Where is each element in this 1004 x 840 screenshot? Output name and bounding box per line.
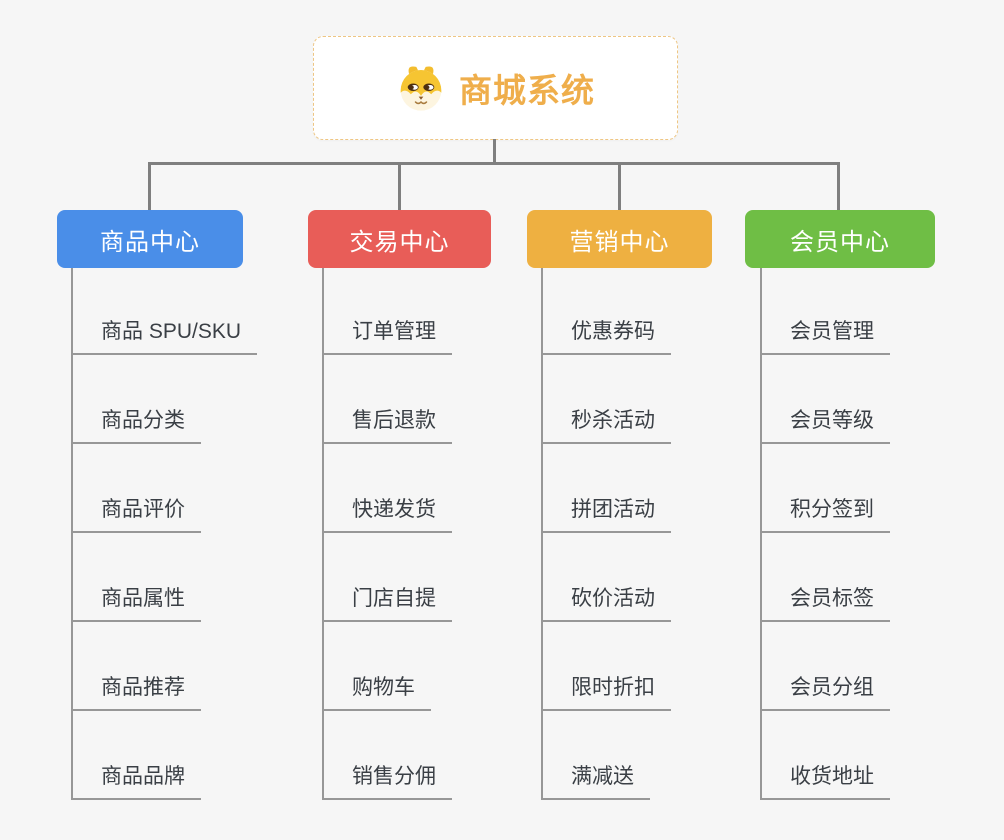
branch-node-marketing-center[interactable]: 营销中心 xyxy=(527,210,712,268)
root-title: 商城系统 xyxy=(459,72,595,109)
leaf-node[interactable]: 拼团活动 xyxy=(541,497,671,533)
leaf-node[interactable]: 销售分佣 xyxy=(322,764,452,800)
leaf-node[interactable]: 快递发货 xyxy=(322,497,452,533)
root-node[interactable]: 商城系统 xyxy=(313,36,678,140)
branch-node-product-center[interactable]: 商品中心 xyxy=(57,210,243,268)
connector-drop xyxy=(618,162,621,210)
leaf-node[interactable]: 收货地址 xyxy=(760,764,890,800)
leaf-node[interactable]: 门店自提 xyxy=(322,586,452,622)
leaf-node[interactable]: 售后退款 xyxy=(322,408,452,444)
leaf-node[interactable]: 秒杀活动 xyxy=(541,408,671,444)
leaf-node[interactable]: 积分签到 xyxy=(760,497,890,533)
connector-drop xyxy=(398,162,401,210)
connector-horizontal xyxy=(149,162,840,165)
branch-node-member-center[interactable]: 会员中心 xyxy=(745,210,935,268)
branch-spine xyxy=(322,268,324,800)
connector-drop xyxy=(148,162,151,210)
branch-spine xyxy=(71,268,73,800)
leaf-node[interactable]: 商品评价 xyxy=(71,497,201,533)
connector-root-stub xyxy=(493,139,496,165)
connector-drop xyxy=(837,162,840,210)
leaf-node[interactable]: 会员管理 xyxy=(760,319,890,355)
leaf-node[interactable]: 商品 SPU/SKU xyxy=(71,319,258,355)
dog-face-icon xyxy=(396,62,446,114)
leaf-node[interactable]: 限时折扣 xyxy=(541,675,671,711)
leaf-node[interactable]: 会员等级 xyxy=(760,408,890,444)
leaf-node[interactable]: 砍价活动 xyxy=(541,586,671,622)
leaf-node[interactable]: 购物车 xyxy=(322,675,431,711)
leaf-node[interactable]: 订单管理 xyxy=(322,319,452,355)
leaf-node[interactable]: 商品属性 xyxy=(71,586,201,622)
leaf-node[interactable]: 商品分类 xyxy=(71,408,201,444)
leaf-node[interactable]: 商品品牌 xyxy=(71,764,201,800)
leaf-node[interactable]: 优惠券码 xyxy=(541,319,671,355)
branch-node-trade-center[interactable]: 交易中心 xyxy=(308,210,491,268)
branch-spine xyxy=(541,268,543,800)
leaf-node[interactable]: 商品推荐 xyxy=(71,675,201,711)
leaf-node[interactable]: 会员标签 xyxy=(760,586,890,622)
leaf-node[interactable]: 会员分组 xyxy=(760,675,890,711)
branch-spine xyxy=(760,268,762,800)
leaf-node[interactable]: 满减送 xyxy=(541,764,650,800)
